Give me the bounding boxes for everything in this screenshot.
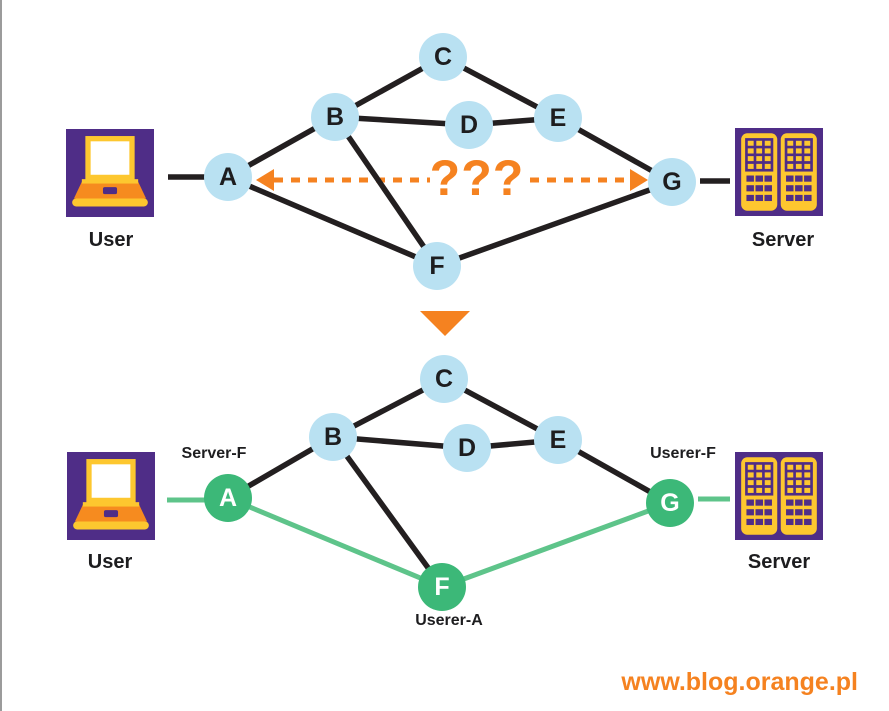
arrowhead-right-icon (630, 169, 648, 191)
bottom-node-b: B (309, 413, 357, 461)
bottom-black-edges (226, 376, 672, 589)
top-node-c: C (419, 33, 467, 81)
bottom-node-g: G (646, 479, 694, 527)
question-marks-text: ??? (429, 150, 525, 206)
tag-server-f: Server-F (181, 445, 247, 462)
top-node-e: E (534, 94, 582, 142)
bottom-node-c: C (420, 355, 468, 403)
top-node-g: G (648, 158, 696, 206)
server-icon (735, 128, 823, 216)
edge-b-f-top (332, 115, 440, 268)
bottom-node-e: E (534, 416, 582, 464)
edge-f-g-top (436, 179, 673, 269)
left-border-line (0, 0, 2, 711)
top-node-a: A (204, 153, 252, 201)
question-dashed-arrow (256, 169, 648, 191)
top-node-b: B (311, 93, 359, 141)
tag-userer-f: Userer-F (650, 445, 716, 462)
edge-b-f-bottom (330, 435, 445, 589)
user-label-top: User (88, 229, 134, 251)
bottom-node-f: F (418, 563, 466, 611)
bottom-node-a: A (204, 474, 252, 522)
watermark-url: www.blog.orange.pl (621, 668, 858, 696)
server-label-top: Server (751, 229, 815, 251)
tag-userer-a: Userer-A (415, 612, 483, 629)
arrowhead-left-icon (256, 169, 274, 191)
top-node-d: D (445, 101, 493, 149)
edge-f-g-bottom (441, 500, 671, 590)
user-label-bottom: User (87, 551, 133, 573)
top-node-f: F (413, 242, 461, 290)
bottom-node-d: D (443, 424, 491, 472)
server-icon (735, 452, 823, 540)
transition-arrow-triangle-icon (420, 311, 470, 336)
edge-a-f-bottom (227, 495, 443, 590)
bottom-green-edges (167, 495, 730, 590)
laptop-icon (66, 129, 154, 217)
laptop-icon (67, 452, 155, 540)
edge-a-f-top (226, 174, 439, 269)
server-label-bottom: Server (747, 551, 811, 573)
